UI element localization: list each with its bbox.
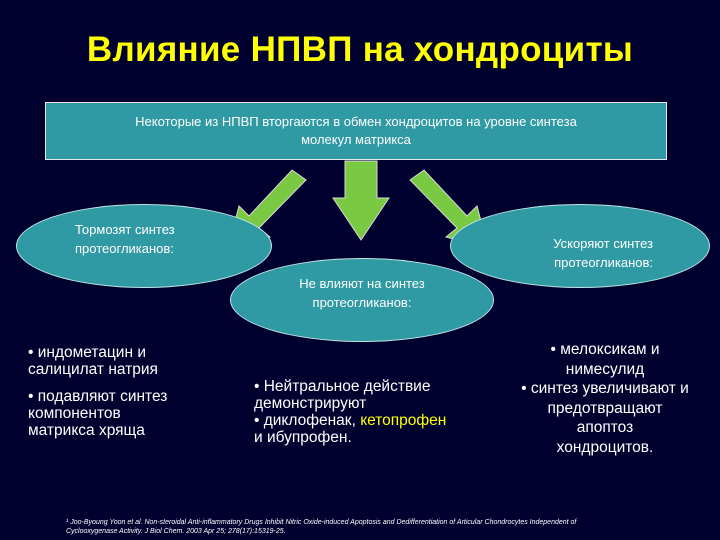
- citation-footnote: ¹ Joo-Byoung Yoon et al. Non-steroidal A…: [66, 519, 577, 535]
- ketoprofen-highlight: кетопрофен: [360, 412, 447, 429]
- oval-accelerate-line-2: протеогликанов:: [554, 255, 653, 270]
- oval-inhibit-line-2: протеогликанов:: [75, 241, 174, 256]
- intro-line-2: молекул матрикса: [301, 132, 411, 147]
- oval-inhibit: Тормозят синтез протеогликанов:: [16, 204, 272, 288]
- oval-inhibit-line-1: Тормозят синтез: [75, 222, 175, 237]
- oval-neutral: Не влияют на синтез протеогликанов:: [230, 258, 494, 342]
- neutral-list: • Нейтральное действие демонстрируют • д…: [254, 378, 504, 446]
- inhibitors-list: • индометацин и салицилат натрия • подав…: [28, 344, 228, 449]
- slide-title: Влияние НПВП на хондроциты: [86, 30, 634, 69]
- intro-box: Некоторые из НПВП вторгаются в обмен хон…: [45, 102, 667, 160]
- intro-line-1: Некоторые из НПВП вторгаются в обмен хон…: [135, 114, 577, 129]
- neutral-line-3: • диклофенак, кетопрофен: [254, 412, 447, 429]
- arrow-center: [332, 160, 390, 241]
- oval-accelerate-line-1: Ускоряют синтез: [553, 236, 653, 251]
- oval-accelerate: Ускоряют синтез протеогликанов:: [450, 204, 710, 288]
- oval-neutral-line-2: протеогликанов:: [312, 295, 412, 310]
- accelerators-list: • мелоксикам и нимесулид • синтез увелич…: [521, 341, 689, 456]
- neutral-line-1: • Нейтральное действие: [254, 378, 431, 395]
- neutral-line-2: демонстрируют: [254, 395, 367, 412]
- inhibitors-item-1: • индометацин и салицилат натрия: [28, 344, 158, 378]
- oval-neutral-line-1: Не влияют на синтез: [299, 276, 425, 291]
- neutral-line-4: и ибупрофен.: [254, 429, 352, 446]
- inhibitors-item-2: • подавляют синтез компонентов матрикса …: [28, 388, 168, 439]
